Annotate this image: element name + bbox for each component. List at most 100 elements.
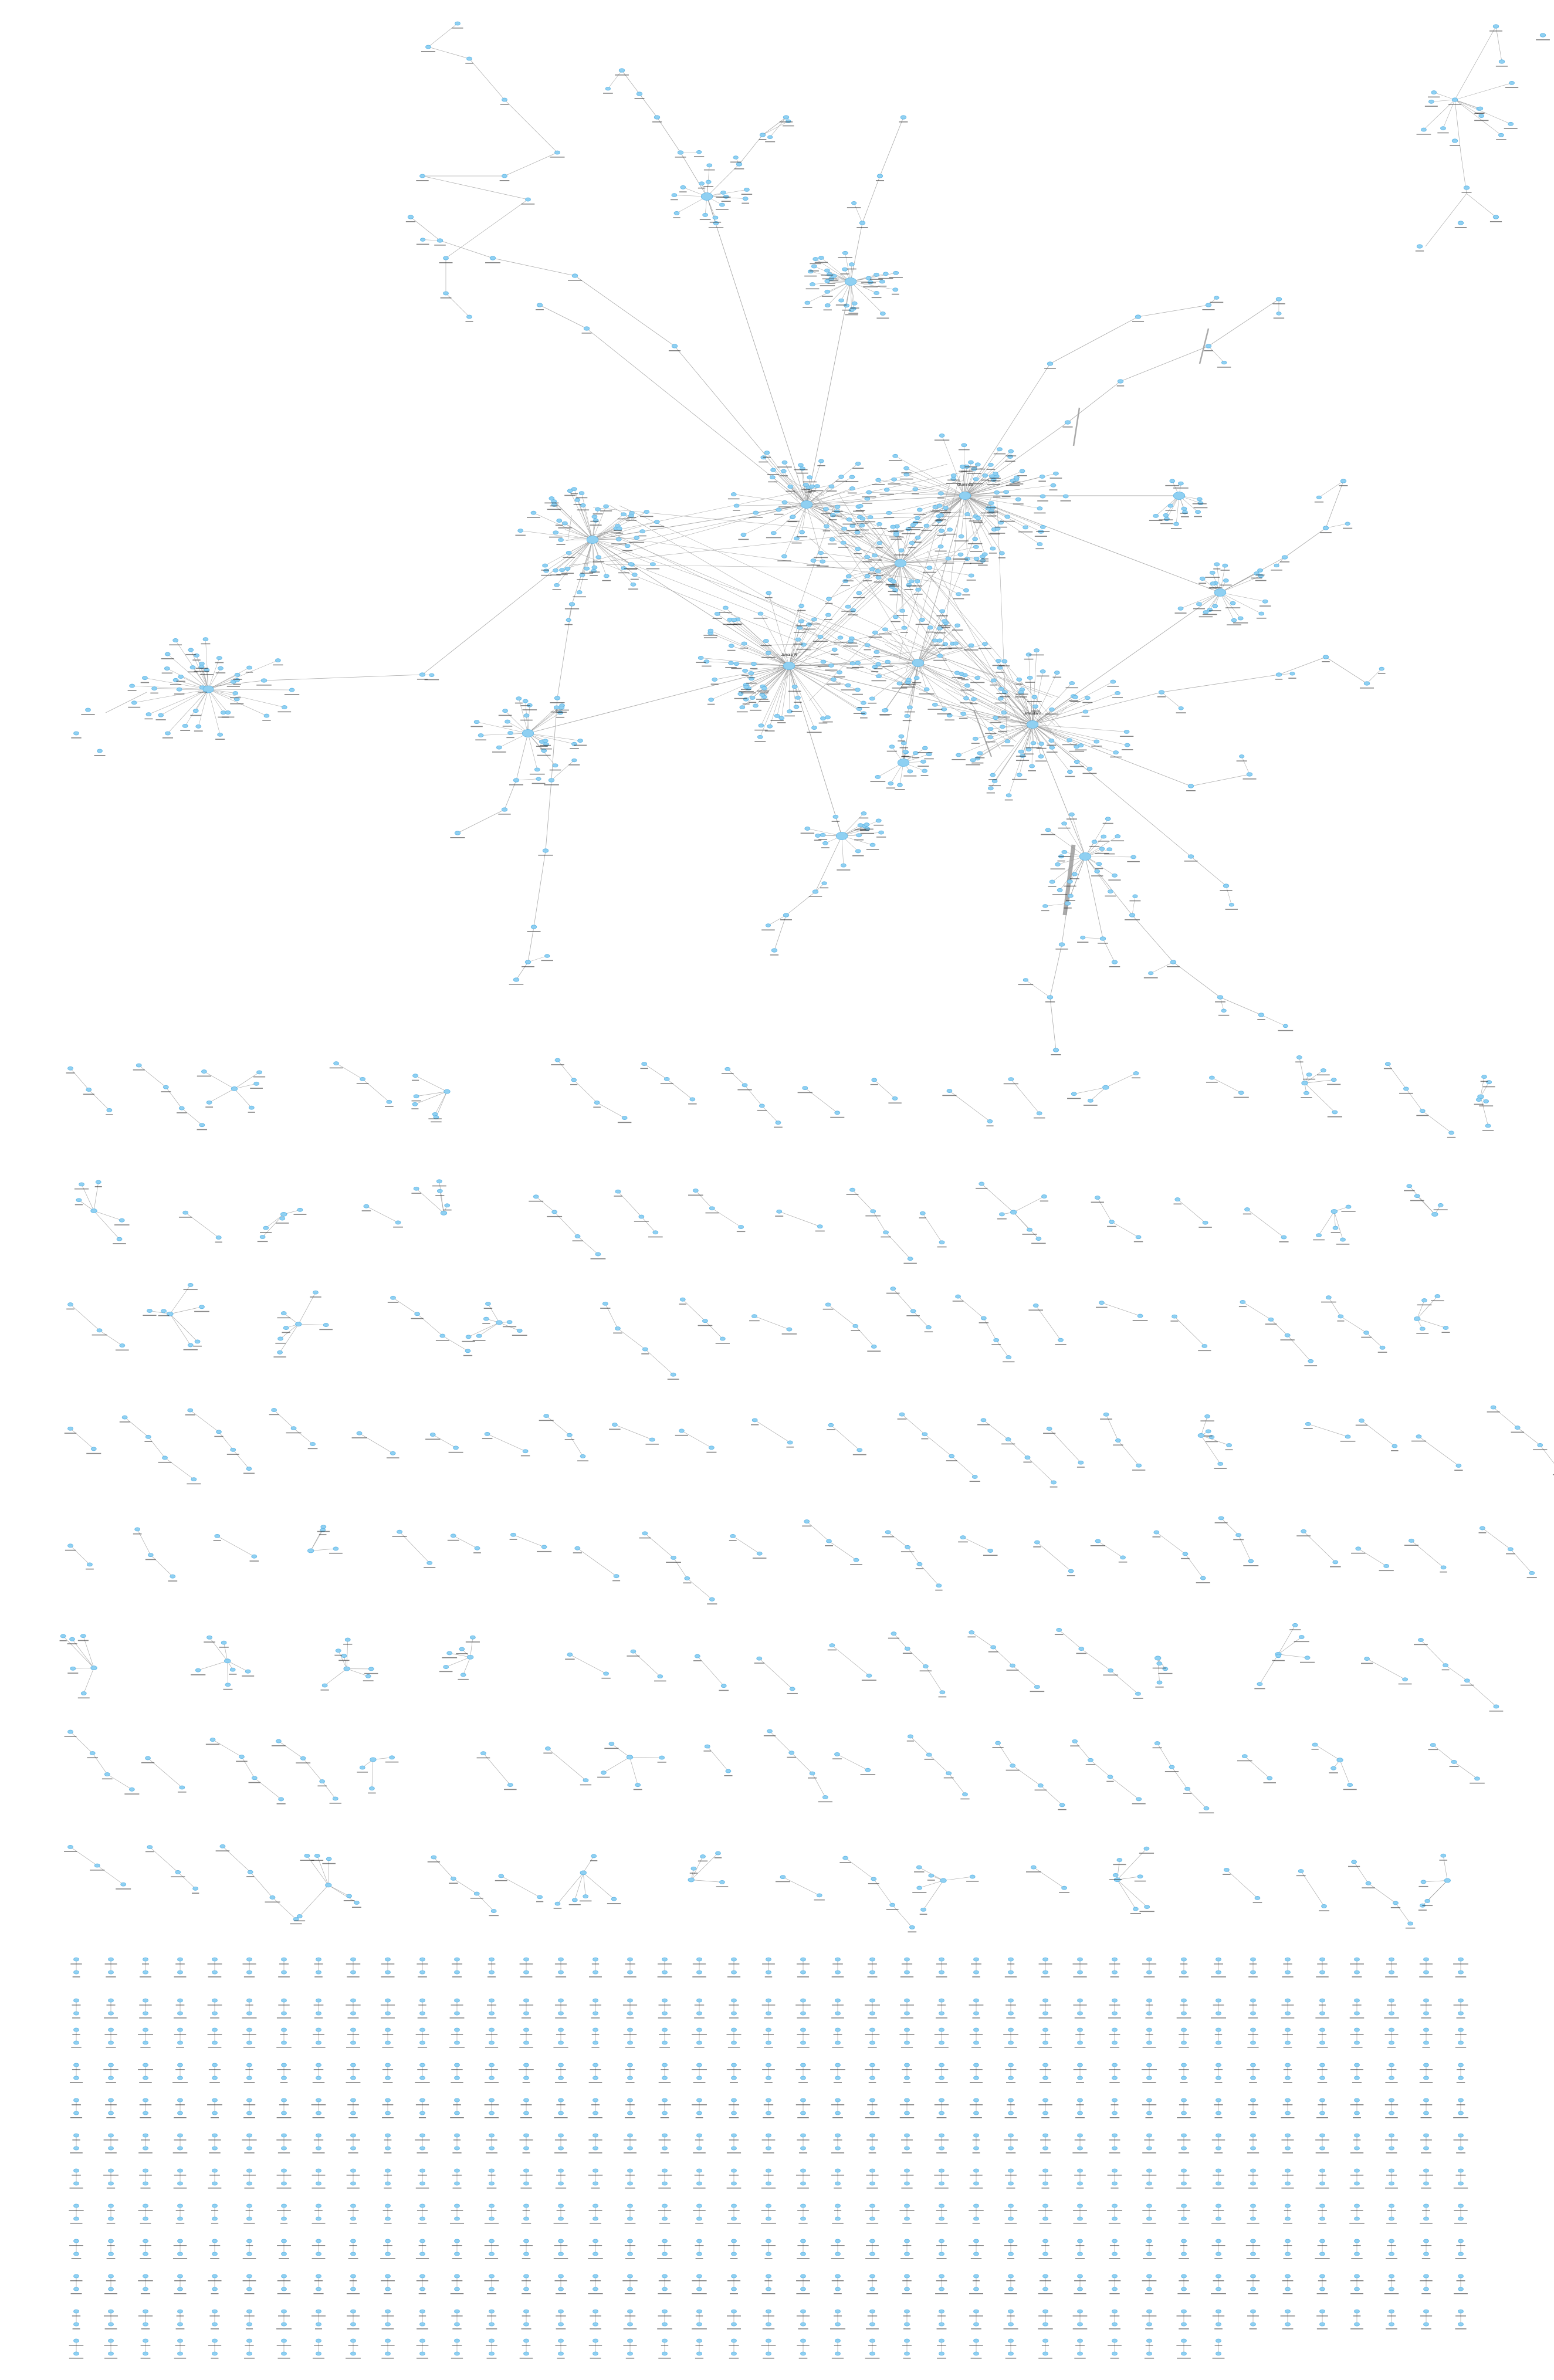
graph-node[interactable] <box>767 1729 773 1734</box>
graph-node[interactable] <box>212 1998 218 2003</box>
graph-node[interactable] <box>1008 2133 1014 2138</box>
graph-node[interactable] <box>454 2098 460 2103</box>
graph-node[interactable] <box>700 1854 706 1858</box>
graph-node[interactable] <box>1443 1326 1449 1330</box>
graph-node[interactable] <box>882 708 888 713</box>
graph-node[interactable] <box>1389 2322 1394 2327</box>
graph-node[interactable] <box>982 642 988 646</box>
graph-node[interactable] <box>1296 1055 1302 1059</box>
graph-node[interactable] <box>1008 2076 1014 2080</box>
graph-node[interactable] <box>177 2351 183 2356</box>
graph-node[interactable] <box>385 2168 391 2173</box>
graph-node[interactable] <box>987 1549 994 1553</box>
graph-node[interactable] <box>1345 1204 1352 1209</box>
graph-node[interactable] <box>1458 2322 1464 2327</box>
graph-node[interactable] <box>419 2351 425 2356</box>
graph-node[interactable] <box>1423 2309 1429 2314</box>
graph-node[interactable] <box>871 1344 877 1349</box>
graph-node[interactable] <box>1330 1078 1337 1082</box>
graph-node[interactable] <box>742 197 749 201</box>
graph-node[interactable] <box>613 1574 619 1579</box>
graph-node[interactable] <box>1077 2351 1083 2356</box>
graph-node[interactable] <box>715 1851 721 1856</box>
graph-node[interactable] <box>350 2111 356 2115</box>
graph-node[interactable] <box>1169 479 1176 483</box>
graph-node[interactable] <box>869 2252 875 2256</box>
graph-node[interactable] <box>699 181 705 186</box>
graph-node[interactable] <box>466 314 472 319</box>
graph-node[interactable] <box>864 643 871 648</box>
graph-node[interactable] <box>593 2111 598 2115</box>
graph-node[interactable] <box>720 190 726 195</box>
graph-node[interactable] <box>300 1756 306 1761</box>
graph-node[interactable] <box>459 1647 465 1651</box>
graph-node[interactable] <box>947 527 953 532</box>
graph-node[interactable] <box>558 2274 564 2279</box>
graph-node[interactable] <box>1216 2322 1221 2327</box>
graph-node[interactable] <box>281 1998 287 2003</box>
graph-node[interactable] <box>350 1957 356 1962</box>
graph-node[interactable] <box>316 2338 321 2343</box>
graph-node[interactable] <box>439 1333 446 1338</box>
graph-node[interactable] <box>939 1240 945 1245</box>
graph-node[interactable] <box>263 713 270 718</box>
graph-node[interactable] <box>419 2111 425 2115</box>
graph-node[interactable] <box>583 1894 589 1899</box>
graph-node[interactable] <box>997 447 1003 452</box>
graph-node[interactable] <box>671 193 678 197</box>
graph-node[interactable] <box>662 2287 668 2291</box>
graph-node[interactable] <box>1099 936 1106 941</box>
graph-node[interactable] <box>1154 1741 1160 1745</box>
graph-node[interactable] <box>912 487 919 492</box>
graph-node[interactable] <box>793 705 800 709</box>
graph-node[interactable] <box>1055 862 1061 866</box>
hub-node[interactable] <box>522 729 534 737</box>
graph-node[interactable] <box>414 1312 421 1316</box>
graph-node[interactable] <box>810 558 817 563</box>
graph-node[interactable] <box>1304 1091 1309 1095</box>
graph-node[interactable] <box>824 279 831 283</box>
graph-node[interactable] <box>1208 1075 1215 1080</box>
graph-node[interactable] <box>914 579 920 584</box>
graph-node[interactable] <box>1319 2216 1325 2221</box>
graph-node[interactable] <box>767 724 773 729</box>
graph-node[interactable] <box>516 696 522 701</box>
graph-node[interactable] <box>1008 2309 1014 2314</box>
graph-node[interactable] <box>177 2203 183 2208</box>
graph-node[interactable] <box>696 2011 702 2016</box>
graph-node[interactable] <box>470 1635 476 1640</box>
graph-node[interactable] <box>765 651 771 655</box>
graph-node[interactable] <box>594 1101 600 1105</box>
graph-node[interactable] <box>615 537 622 541</box>
graph-node[interactable] <box>1451 138 1458 143</box>
graph-node[interactable] <box>73 2146 79 2151</box>
graph-node[interactable] <box>835 2011 841 2016</box>
graph-node[interactable] <box>615 1189 621 1194</box>
graph-node[interactable] <box>627 2216 633 2221</box>
graph-node[interactable] <box>1153 514 1159 518</box>
graph-node[interactable] <box>145 1756 151 1761</box>
graph-node[interactable] <box>419 2203 425 2208</box>
graph-node[interactable] <box>627 2239 633 2243</box>
graph-node[interactable] <box>498 1874 505 1878</box>
graph-node[interactable] <box>973 2168 979 2173</box>
graph-node[interactable] <box>558 2322 564 2327</box>
graph-node[interactable] <box>593 2076 598 2080</box>
graph-node[interactable] <box>835 2040 841 2045</box>
graph-node[interactable] <box>246 2181 252 2186</box>
graph-node[interactable] <box>108 2287 114 2291</box>
graph-node[interactable] <box>246 2076 252 2080</box>
graph-node[interactable] <box>731 2351 737 2356</box>
graph-node[interactable] <box>696 2274 702 2279</box>
graph-node[interactable] <box>246 1970 252 1975</box>
graph-node[interactable] <box>571 1078 577 1082</box>
graph-node[interactable] <box>1115 834 1121 838</box>
graph-node[interactable] <box>1132 894 1138 898</box>
graph-node[interactable] <box>831 648 838 652</box>
graph-node[interactable] <box>909 1925 915 1929</box>
graph-node[interactable] <box>1285 2063 1291 2067</box>
graph-node[interactable] <box>1389 2063 1394 2067</box>
graph-node[interactable] <box>593 2203 598 2208</box>
graph-node[interactable] <box>593 2274 598 2279</box>
graph-node[interactable] <box>246 2011 252 2016</box>
